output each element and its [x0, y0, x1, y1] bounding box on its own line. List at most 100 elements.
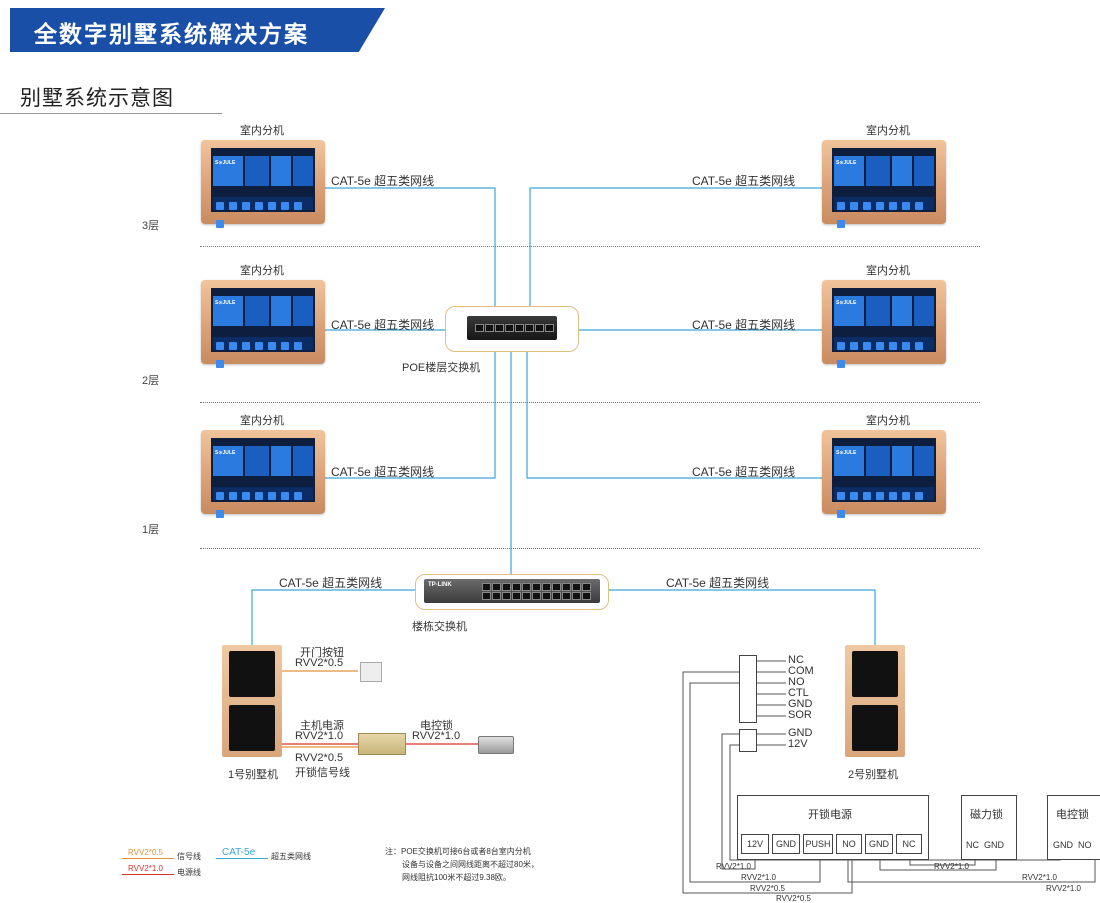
cable-label: CAT-5e 超五类网线 — [331, 174, 435, 188]
legend-power-label: 电源线 — [177, 868, 201, 877]
exit-button-icon — [360, 662, 382, 682]
net-wire-3f-right — [529, 187, 822, 306]
indoor-monitor: S⊙JULE — [201, 280, 325, 368]
terminal-label-nc: NC — [788, 654, 804, 666]
elec-lock-terms: GND NO — [1053, 840, 1092, 850]
power-supply-icon — [358, 733, 406, 755]
legend-net-label: 超五类网线 — [271, 852, 311, 861]
lock-wiring — [682, 660, 1096, 894]
cable-label: CAT-5e 超五类网线 — [692, 174, 796, 188]
electric-lock-box — [1047, 795, 1100, 860]
cable-label: CAT-5e 超五类网线 — [279, 576, 383, 590]
legend-signal-line — [122, 858, 174, 859]
cable-label: CAT-5e 超五类网线 — [331, 318, 435, 332]
net-wire-1f-right — [526, 350, 822, 479]
legend-net-code: CAT-5e — [222, 847, 256, 858]
floor-separator-3 — [200, 246, 980, 247]
switch-brand: TP-LINK — [428, 582, 452, 588]
floor-separator-1 — [200, 548, 980, 549]
legend-net-line — [216, 858, 268, 859]
page-title: 全数字别墅系统解决方案 — [34, 21, 309, 47]
cable-label: CAT-5e 超五类网线 — [692, 465, 796, 479]
terminal-label-gnd2: GND — [788, 727, 813, 739]
terminal-block-lower — [739, 729, 757, 752]
cable-label: CAT-5e 超五类网线 — [692, 318, 796, 332]
brand-logo: S⊙JULE — [836, 300, 857, 306]
mag-lock-title: 磁力锁 — [970, 809, 1003, 821]
unlock-term-nc: NC — [896, 834, 922, 854]
indoor-monitor: S⊙JULE — [201, 140, 325, 228]
legend-signal-label: 信号线 — [177, 852, 201, 861]
wire-label: RVV2*1.0 — [1046, 884, 1081, 893]
floor-separator-2 — [200, 402, 980, 403]
legend-power-line — [122, 874, 174, 875]
wire-label: RVV2*0.5 — [750, 884, 785, 893]
indoor-unit-label: 室内分机 — [240, 265, 284, 277]
elec-lock-title: 电控锁 — [1056, 809, 1089, 821]
switch-icon — [467, 316, 557, 340]
note-line-2: 设备与设备之间网线距离不超过80米， — [402, 860, 539, 869]
host-power-label: 主机电源 — [300, 720, 344, 732]
unlock-term-gnd: GND — [772, 834, 800, 854]
terminal-label-sor: SOR — [788, 709, 812, 721]
net-wire-3f-left — [325, 187, 496, 306]
subtitle-underline — [0, 113, 222, 114]
exit-button-label: 开门按钮 — [300, 647, 344, 659]
terminal-label-no: NO — [788, 676, 805, 688]
wire-label: RVV2*0.5 — [776, 894, 811, 903]
indoor-unit-label: 室内分机 — [240, 125, 284, 137]
net-wire-villa2 — [607, 589, 876, 645]
terminal-label-gnd: GND — [788, 698, 813, 710]
indoor-unit-label: 室内分机 — [866, 415, 910, 427]
switch-icon: TP-LINK — [424, 579, 600, 603]
villa-outdoor-station-2 — [845, 645, 905, 757]
indoor-monitor: S⊙JULE — [822, 430, 946, 518]
wire-label: RVV2*1.0 — [741, 873, 776, 882]
host-power-cable-label: RVV2*1.0 — [295, 730, 344, 742]
wire-label: RVV2*1.0 — [716, 862, 751, 871]
indoor-monitor: S⊙JULE — [822, 280, 946, 368]
cable-label: CAT-5e 超五类网线 — [331, 465, 435, 479]
unlock-power-title: 开锁电源 — [808, 809, 852, 821]
note-line-3: 网线阻抗100米不超过9.38欧。 — [402, 873, 511, 882]
wire-label: RVV2*1.0 — [1022, 873, 1057, 882]
electric-lock-icon — [478, 736, 514, 754]
terminal-block-upper — [739, 655, 757, 723]
note-line-1: 注：POE交换机可接6台或者8台室内分机 — [385, 847, 531, 856]
wire-label: RVV2*1.0 — [934, 862, 969, 871]
elec-lock-cable-label: RVV2*1.0 — [412, 730, 461, 742]
network-cables — [251, 187, 876, 645]
unlock-term-gnd2: GND — [865, 834, 893, 854]
villa1-label: 1号别墅机 — [228, 769, 279, 781]
unlock-term-no: NO — [836, 834, 862, 854]
terminal-label-ctl: CTL — [788, 687, 809, 699]
villa2-label: 2号别墅机 — [848, 769, 899, 781]
lock-signal-label: 开锁信号线 — [295, 767, 350, 779]
brand-logo: S⊙JULE — [215, 450, 236, 456]
floor-label-1: 1层 — [142, 524, 160, 536]
legend-power-code: RVV2*1.0 — [128, 864, 163, 873]
terminal-label-12v: 12V — [788, 738, 808, 750]
floor-label-2: 2层 — [142, 375, 160, 387]
villa-outdoor-station-1 — [222, 645, 282, 757]
elec-lock-label: 电控锁 — [420, 720, 453, 732]
lock-signal-cable-label: RVV2*0.5 — [295, 752, 344, 764]
indoor-monitor: S⊙JULE — [201, 430, 325, 518]
indoor-monitor: S⊙JULE — [822, 140, 946, 228]
floor-label-3: 3层 — [142, 220, 160, 232]
brand-logo: S⊙JULE — [836, 450, 857, 456]
terminal-label-com: COM — [788, 665, 814, 677]
poe-switch-label: POE楼层交换机 — [402, 362, 481, 374]
net-wire-1f-left — [325, 350, 496, 479]
brand-logo: S⊙JULE — [836, 160, 857, 166]
legend-signal-code: RVV2*0.5 — [128, 848, 163, 857]
indoor-unit-label: 室内分机 — [240, 415, 284, 427]
magnetic-lock — [961, 795, 1017, 860]
unlock-term-push: PUSH — [803, 834, 833, 854]
brand-logo: S⊙JULE — [215, 300, 236, 306]
title-banner — [10, 8, 385, 52]
unlock-term-12v: 12V — [741, 834, 769, 854]
indoor-unit-label: 室内分机 — [866, 125, 910, 137]
indoor-unit-label: 室内分机 — [866, 265, 910, 277]
